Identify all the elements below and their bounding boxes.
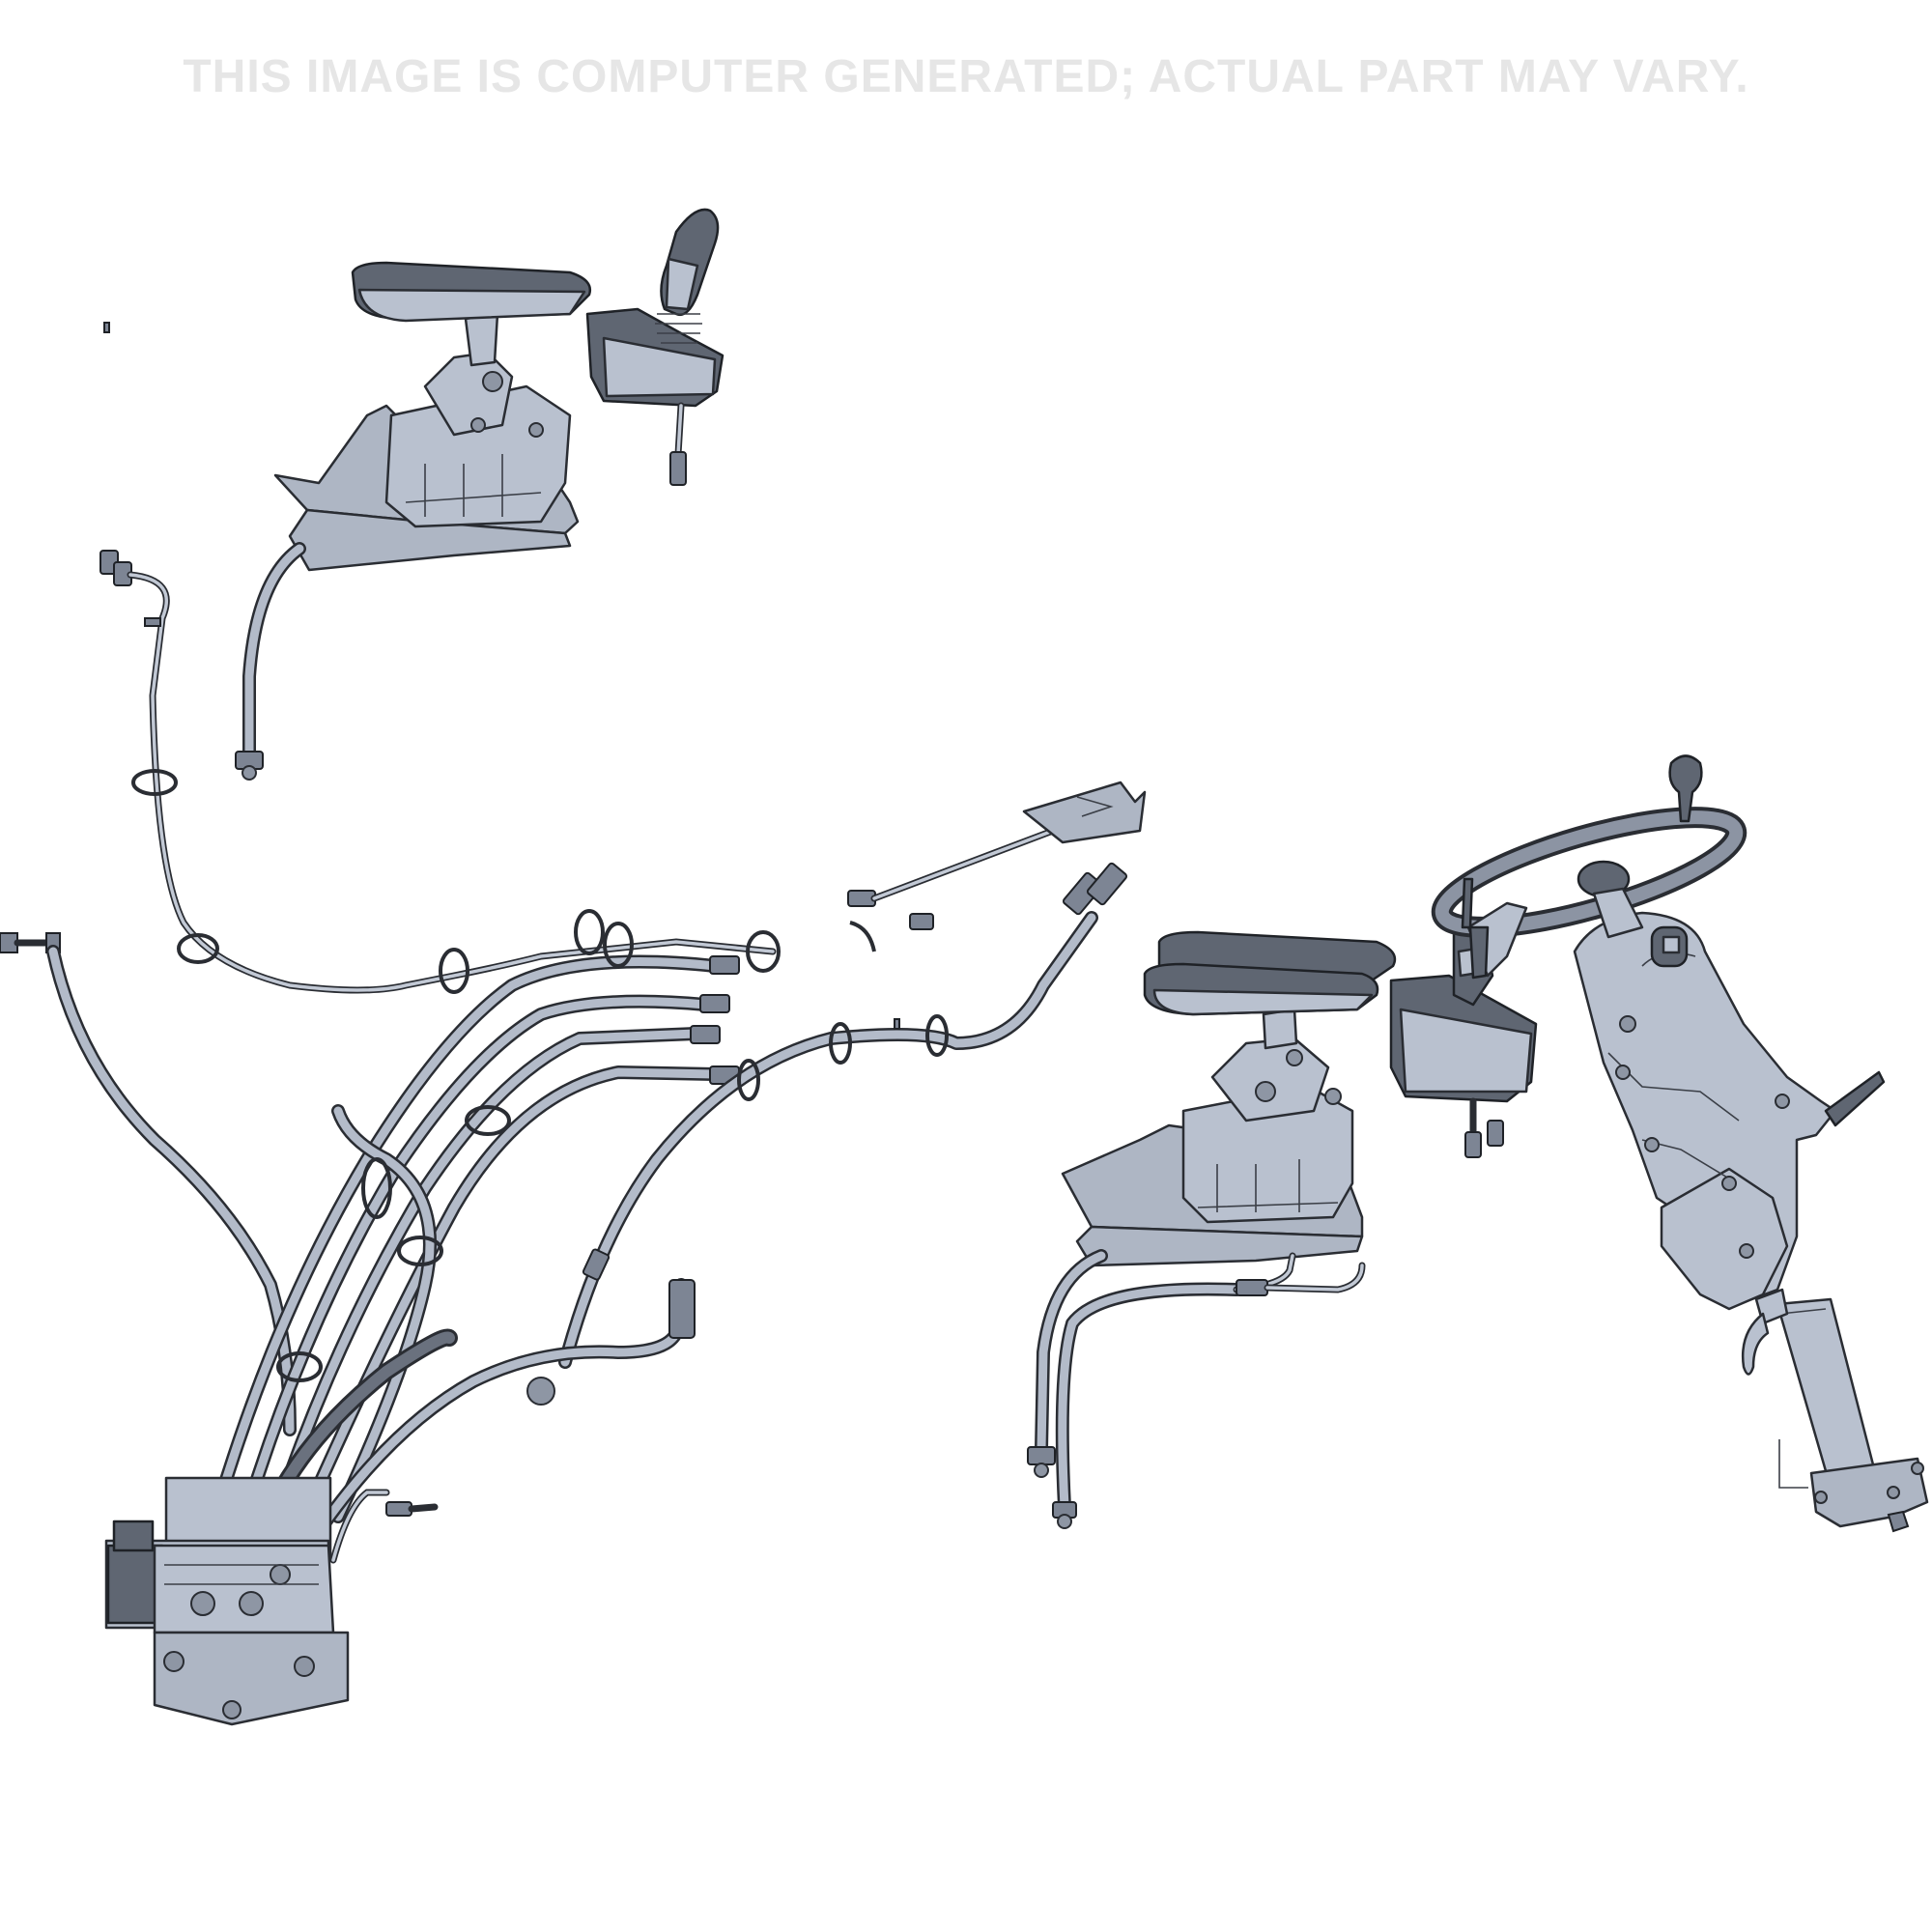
- wiring-harness-left[interactable]: [99, 550, 777, 994]
- sensor-cable[interactable]: [847, 781, 1147, 952]
- loose-hardware: [103, 322, 900, 1030]
- hydraulic-hose-bundle[interactable]: [215, 909, 781, 1523]
- armrest-console-upper[interactable]: [235, 208, 724, 781]
- hydraulic-hose-right[interactable]: [558, 862, 1128, 1369]
- steering-column[interactable]: [1431, 754, 1929, 1533]
- disclaimer-watermark: THIS IMAGE IS COMPUTER GENERATED; ACTUAL…: [183, 51, 1749, 102]
- armrest-console-lower[interactable]: [1027, 925, 1538, 1529]
- valve-block-assembly[interactable]: [104, 1476, 439, 1726]
- hydraulic-hose-left[interactable]: [0, 932, 297, 1436]
